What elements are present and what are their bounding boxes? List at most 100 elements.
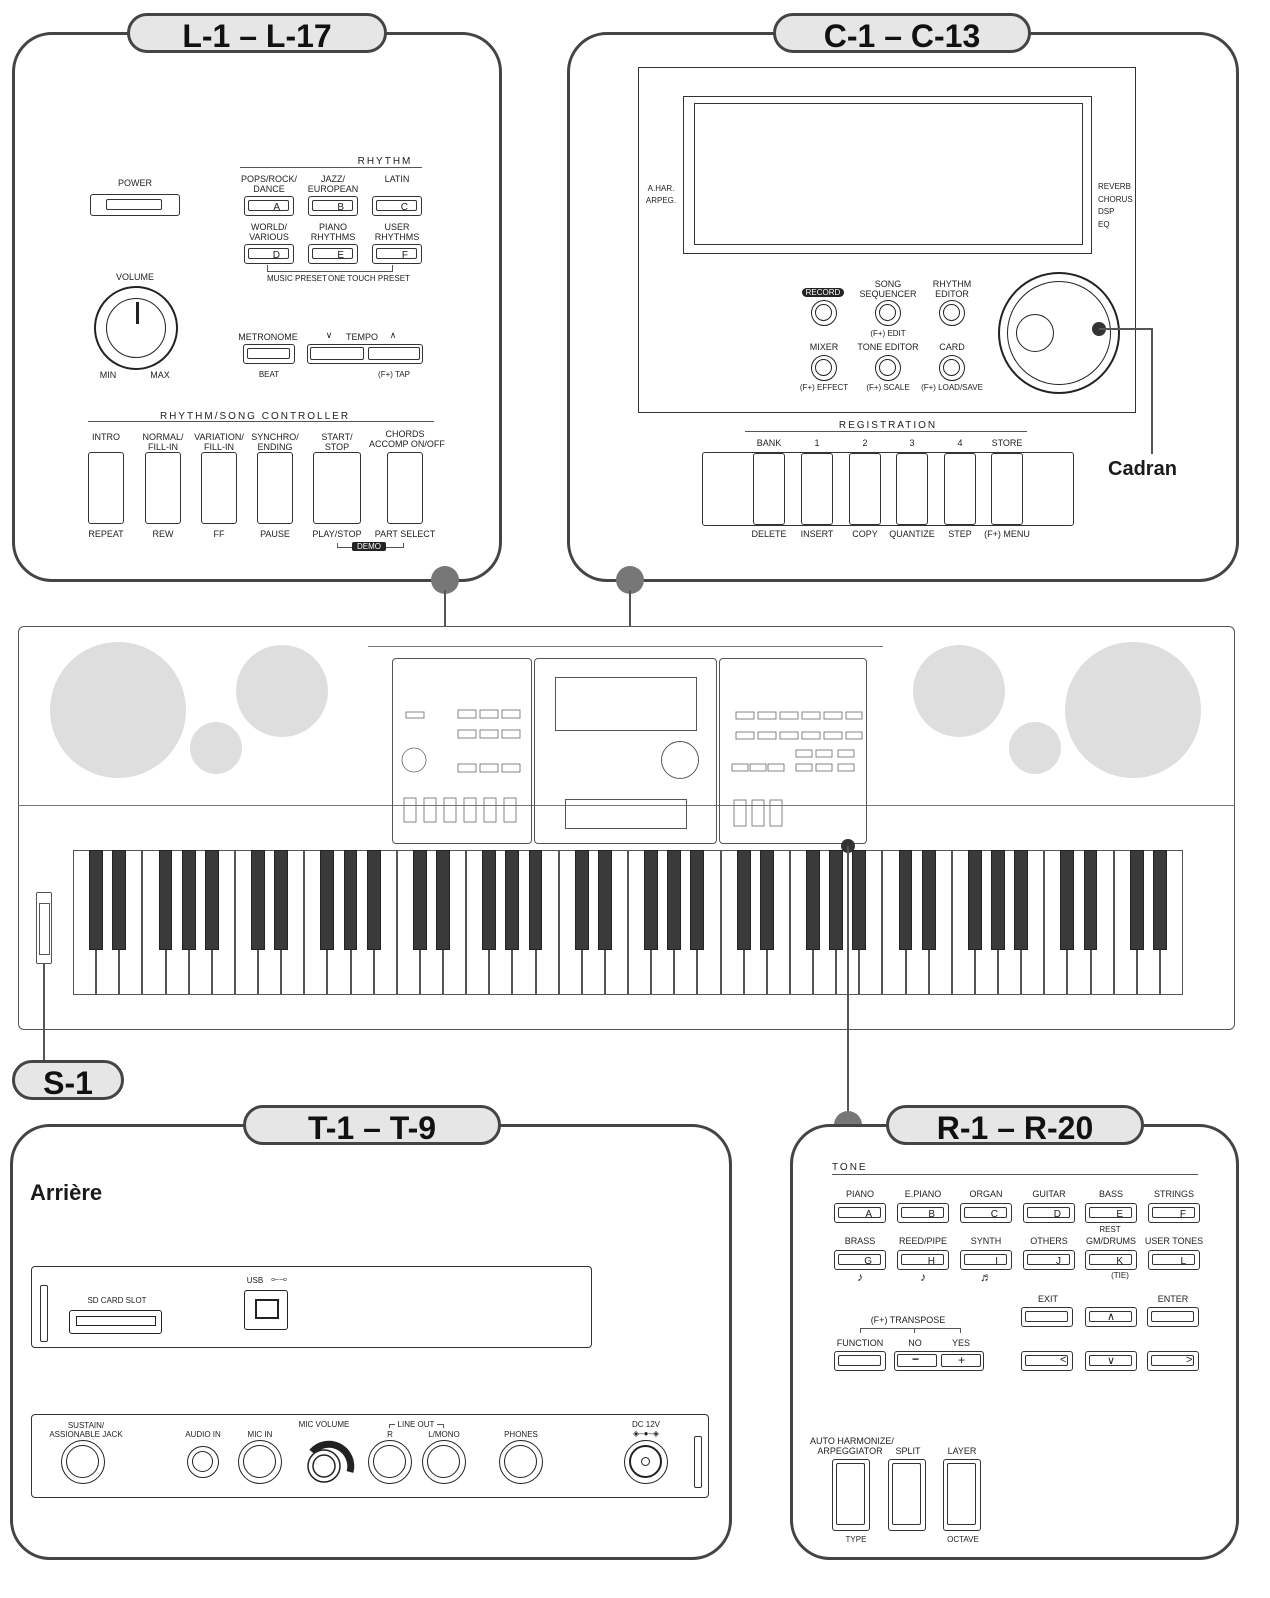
black-key[interactable]: [274, 850, 289, 950]
black-key[interactable]: [759, 850, 774, 950]
jack-sustain[interactable]: [61, 1440, 105, 1484]
controller-button-5[interactable]: [387, 452, 423, 524]
black-key[interactable]: [644, 850, 659, 950]
left-button[interactable]: <: [1021, 1351, 1073, 1371]
plus-button[interactable]: +: [941, 1353, 981, 1367]
tempo-down-key[interactable]: [310, 347, 364, 360]
black-key[interactable]: [806, 850, 820, 950]
controller-button-0[interactable]: [88, 452, 124, 524]
sd-card-slot[interactable]: [69, 1310, 162, 1334]
black-key[interactable]: [343, 850, 358, 950]
rhythm-editor-button[interactable]: [939, 300, 965, 326]
rhythm-button-f[interactable]: F: [372, 244, 422, 264]
mixer-button[interactable]: [811, 355, 837, 381]
jack-audio-in[interactable]: [187, 1446, 219, 1478]
rhythm-key[interactable]: B: [312, 200, 353, 213]
controller-button-1[interactable]: [145, 452, 181, 524]
tone-button-d[interactable]: D: [1023, 1203, 1075, 1223]
black-key[interactable]: [320, 850, 335, 950]
black-key[interactable]: [112, 850, 127, 950]
tone-key[interactable]: D: [1027, 1207, 1070, 1220]
black-key[interactable]: [690, 850, 705, 950]
pitch-bend-wheel[interactable]: [36, 892, 52, 964]
black-key[interactable]: [574, 850, 589, 950]
black-key[interactable]: [991, 850, 1005, 950]
black-key[interactable]: [1060, 850, 1075, 950]
black-key[interactable]: [204, 850, 219, 950]
tone-key[interactable]: A: [838, 1207, 881, 1220]
tone-button-j[interactable]: J: [1023, 1250, 1075, 1270]
exit-button[interactable]: [1021, 1307, 1073, 1327]
rhythm-button-b[interactable]: B: [308, 196, 358, 216]
metronome-button[interactable]: [243, 344, 295, 364]
tone-key[interactable]: F: [1152, 1207, 1195, 1220]
black-key[interactable]: [1014, 850, 1029, 950]
registration-button-4[interactable]: [944, 453, 976, 525]
down-button[interactable]: ∨: [1085, 1351, 1137, 1371]
black-key[interactable]: [736, 850, 751, 950]
rhythm-button-c[interactable]: C: [372, 196, 422, 216]
rhythm-key[interactable]: C: [376, 200, 417, 213]
black-key[interactable]: [852, 850, 867, 950]
jack-line-out-l[interactable]: [422, 1440, 466, 1484]
registration-button-2[interactable]: [849, 453, 881, 525]
tone-button-b[interactable]: B: [897, 1203, 949, 1223]
black-key[interactable]: [412, 850, 427, 950]
black-key[interactable]: [505, 850, 520, 950]
minus-button[interactable]: −: [897, 1352, 937, 1367]
tone-key[interactable]: C: [964, 1207, 1007, 1220]
tone-button-g[interactable]: G: [834, 1250, 886, 1270]
tone-key[interactable]: B: [901, 1207, 944, 1220]
jack-dc-12v[interactable]: [624, 1440, 668, 1484]
black-key[interactable]: [89, 850, 104, 950]
tone-button-i[interactable]: I: [960, 1250, 1012, 1270]
rhythm-key[interactable]: F: [376, 248, 417, 261]
tone-key[interactable]: K: [1089, 1254, 1132, 1267]
registration-button-3[interactable]: [896, 453, 928, 525]
black-key[interactable]: [181, 850, 196, 950]
rhythm-button-e[interactable]: E: [308, 244, 358, 264]
black-key[interactable]: [898, 850, 913, 950]
record-button[interactable]: [811, 300, 837, 326]
tone-editor-button[interactable]: [875, 355, 901, 381]
layer-button[interactable]: [943, 1459, 981, 1531]
black-key[interactable]: [251, 850, 265, 950]
rhythm-button-a[interactable]: A: [244, 196, 294, 216]
tone-button-a[interactable]: A: [834, 1203, 886, 1223]
tempo-up-key[interactable]: [368, 347, 420, 360]
controller-button-3[interactable]: [257, 452, 293, 524]
dial-cadran[interactable]: [998, 272, 1120, 394]
black-key[interactable]: [1083, 850, 1098, 950]
tone-button-l[interactable]: L: [1148, 1250, 1200, 1270]
tone-button-f[interactable]: F: [1148, 1203, 1200, 1223]
split-button[interactable]: [888, 1459, 926, 1531]
black-key[interactable]: [829, 850, 844, 950]
power-button[interactable]: [90, 194, 180, 216]
function-button[interactable]: [834, 1351, 886, 1371]
black-key[interactable]: [158, 850, 173, 950]
registration-button-0[interactable]: [753, 453, 785, 525]
auto-harmonize-button[interactable]: [832, 1459, 870, 1531]
volume-knob[interactable]: [94, 286, 178, 370]
tone-key[interactable]: I: [964, 1254, 1007, 1267]
black-key[interactable]: [1129, 850, 1144, 950]
rhythm-key[interactable]: A: [248, 200, 289, 213]
tone-key[interactable]: E: [1089, 1207, 1132, 1220]
right-button[interactable]: >: [1147, 1351, 1199, 1371]
rhythm-key[interactable]: E: [312, 248, 353, 261]
tone-key[interactable]: J: [1027, 1254, 1070, 1267]
song-sequencer-button[interactable]: [875, 300, 901, 326]
black-key[interactable]: [366, 850, 381, 950]
jack-phones[interactable]: [499, 1440, 543, 1484]
jack-line-out-r[interactable]: [368, 1440, 412, 1484]
tone-button-k[interactable]: K: [1085, 1250, 1137, 1270]
rhythm-key[interactable]: D: [248, 248, 289, 261]
usb-port[interactable]: [244, 1290, 288, 1330]
tone-button-c[interactable]: C: [960, 1203, 1012, 1223]
black-key[interactable]: [436, 850, 450, 950]
up-button[interactable]: ∧: [1085, 1307, 1137, 1327]
mic-volume-knob[interactable]: [300, 1432, 356, 1488]
tone-key[interactable]: L: [1152, 1254, 1195, 1267]
black-key[interactable]: [482, 850, 497, 950]
card-button[interactable]: [939, 355, 965, 381]
